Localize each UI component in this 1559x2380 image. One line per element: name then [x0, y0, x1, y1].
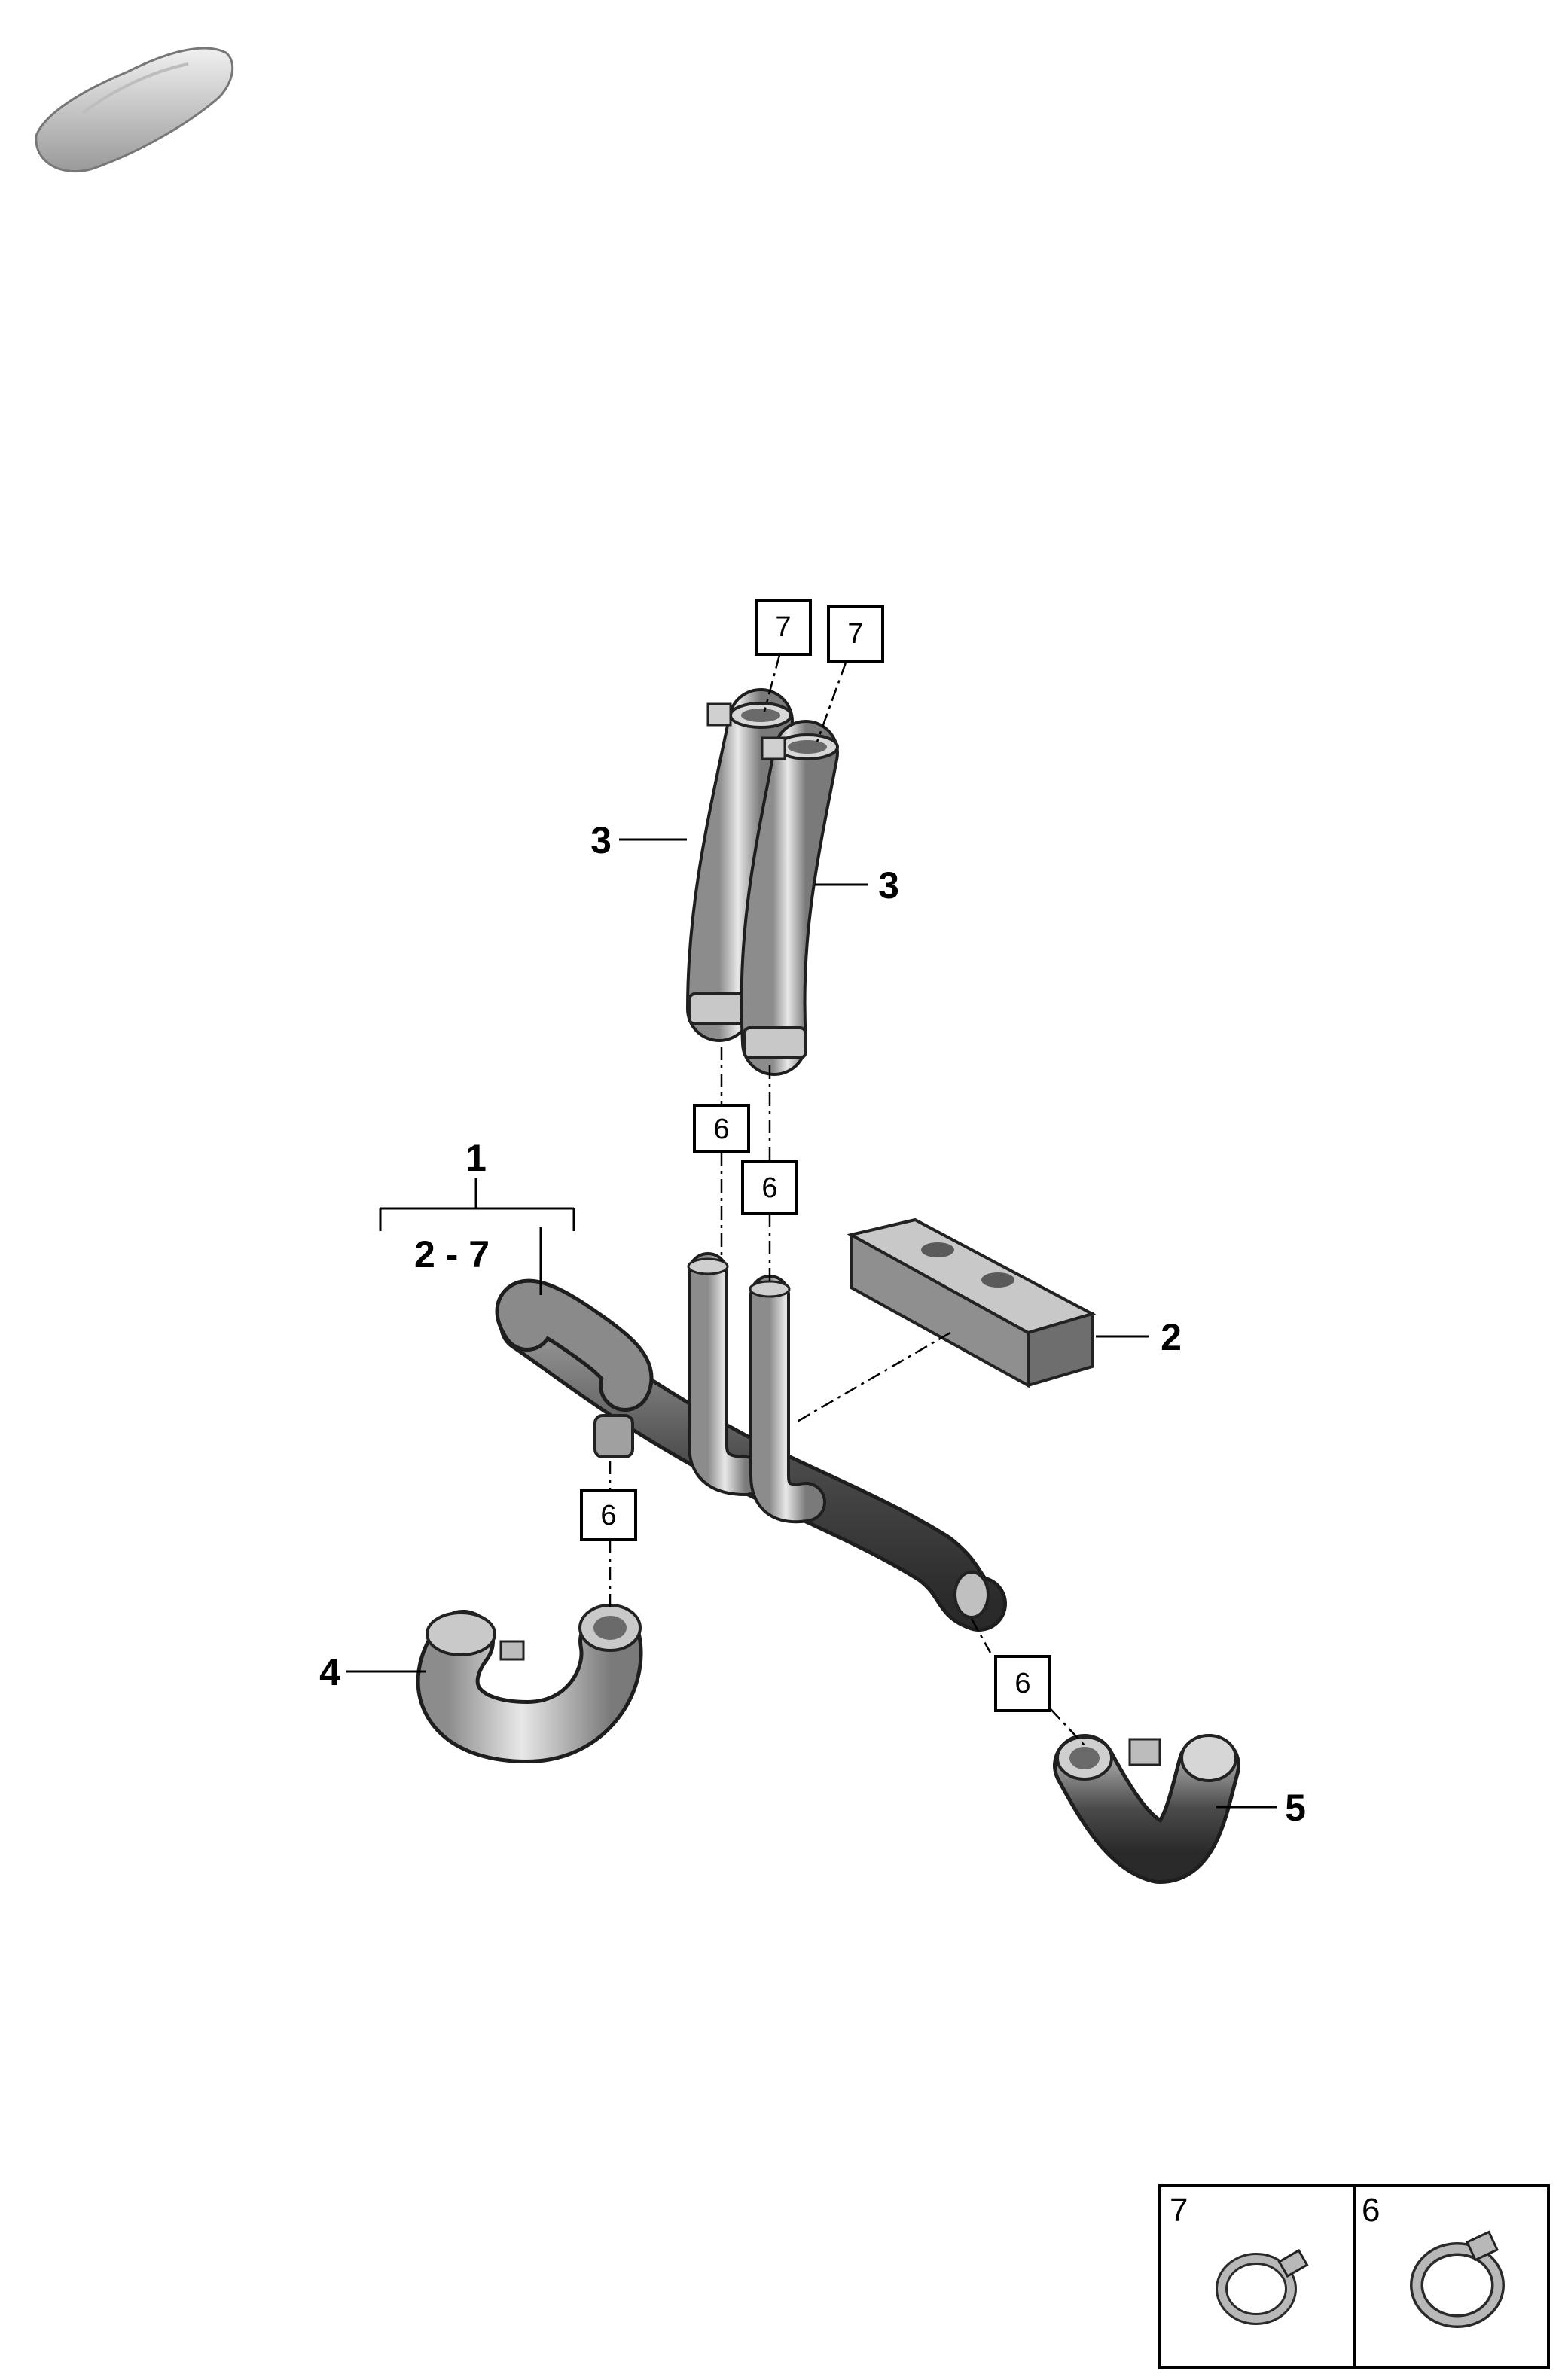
- legend-item-clamp-7: 7: [1170, 2192, 1309, 2325]
- callout-box-clamp-mid-left: 6: [693, 1104, 750, 1153]
- callout-number-assembly: 1: [465, 1137, 487, 1179]
- bend-hose: [416, 1604, 643, 1763]
- insulator-block: [847, 1217, 1097, 1388]
- parts-legend: 7 6: [1158, 2184, 1550, 2369]
- upper-hose-right: [740, 720, 839, 1076]
- svg-text:6: 6: [713, 1114, 729, 1145]
- callout-box-clamp-lower-left: 6: [580, 1489, 637, 1541]
- svg-text:6: 6: [1014, 1668, 1030, 1699]
- callout-box-clamp-mid-right: 6: [741, 1160, 798, 1215]
- callout-assembly-range: 2 - 7: [414, 1233, 490, 1275]
- callout-number-bend-hose: 4: [319, 1651, 340, 1693]
- callout-number-insulator: 2: [1161, 1316, 1182, 1358]
- svg-text:7: 7: [775, 611, 791, 643]
- svg-text:6: 6: [761, 1172, 777, 1204]
- leader-lines: [346, 654, 1277, 1809]
- callout-box-clamp-top-right: 7: [827, 605, 884, 663]
- spring-clamp-small-icon: [1216, 2248, 1309, 2325]
- spring-clamp-large-icon: [1410, 2230, 1505, 2328]
- main-hose-assembly: [495, 1252, 1007, 1632]
- svg-text:7: 7: [847, 618, 863, 650]
- callout-box-clamp-top-left: 7: [755, 599, 812, 656]
- callout-number-upper-hose-right: 3: [878, 864, 899, 907]
- svg-text:7: 7: [1170, 2192, 1188, 2229]
- elbow-hose: [1053, 1734, 1240, 1884]
- svg-text:6: 6: [600, 1500, 616, 1531]
- vehicle-silhouette-icon: [35, 47, 234, 173]
- upper-hose-left: [686, 688, 794, 1042]
- callout-box-clamp-lower-right: 6: [994, 1655, 1051, 1712]
- svg-text:6: 6: [1362, 2192, 1380, 2229]
- legend-item-clamp-6: 6: [1362, 2192, 1505, 2328]
- callout-number-upper-hose-left: 3: [590, 819, 612, 861]
- callout-number-elbow-hose: 5: [1285, 1787, 1306, 1829]
